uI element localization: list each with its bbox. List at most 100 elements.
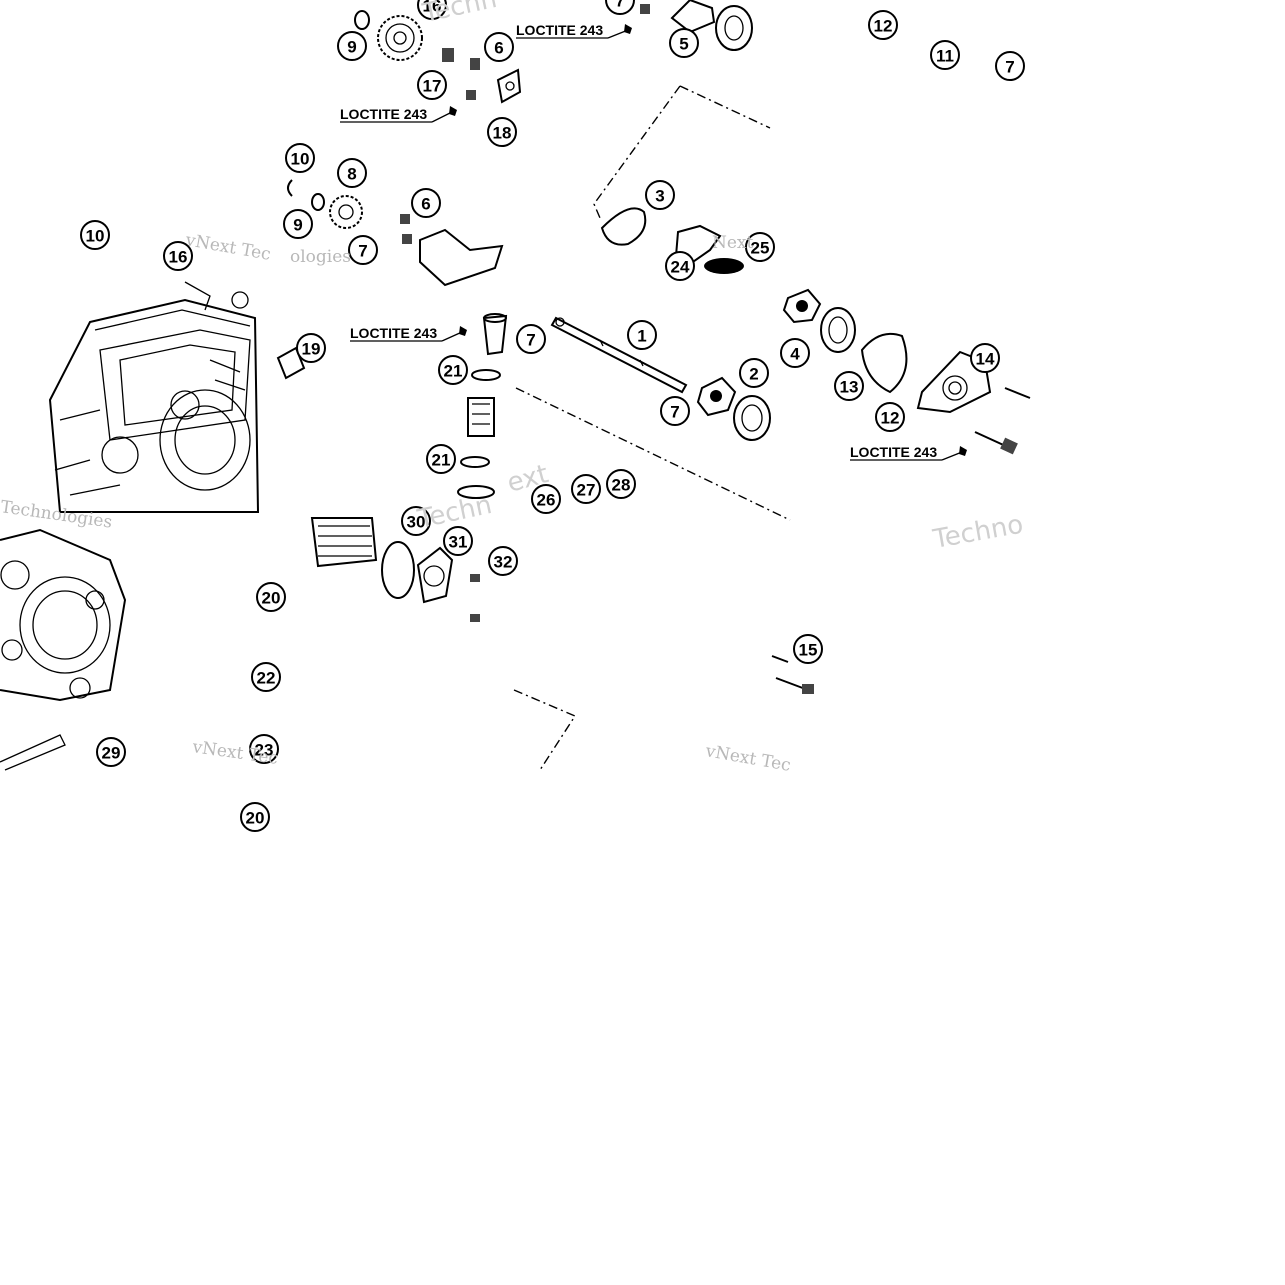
- callout-number: 7: [358, 242, 367, 261]
- callout-circle: [417, 0, 447, 20]
- callout-29: 29: [96, 737, 126, 767]
- callout-circle: [665, 251, 695, 281]
- callout-number: 31: [449, 533, 468, 552]
- callout-circle: [834, 371, 864, 401]
- oring-21-lower: [460, 456, 490, 468]
- callout-26: 26: [531, 484, 561, 514]
- gasket-13: [860, 332, 908, 394]
- callout-number: 32: [494, 553, 513, 572]
- callout-number: 4: [790, 345, 800, 364]
- callout-2: 2: [739, 358, 769, 388]
- callout-number: 30: [407, 513, 426, 532]
- callout-number: 5: [679, 35, 688, 54]
- callout-circle: [337, 158, 367, 188]
- callout-number: 17: [423, 77, 442, 96]
- watermark-text: Next: [712, 233, 754, 253]
- sprocket-8: [329, 195, 363, 229]
- circlip-10: [287, 179, 293, 197]
- callout-21: 21: [438, 355, 468, 385]
- callout-15: 15: [793, 634, 823, 664]
- callout-number: 6: [494, 39, 503, 58]
- callout-32: 32: [488, 546, 518, 576]
- oring-filter: [381, 541, 415, 599]
- callout-20: 20: [256, 582, 286, 612]
- callout-circle: [930, 40, 960, 70]
- outer-rotor-4: [820, 307, 856, 353]
- screws-6: [400, 4, 650, 244]
- assembly-boundary-lower-2: [513, 689, 577, 771]
- callout-number: 6: [421, 195, 430, 214]
- callout-circle: [627, 320, 657, 350]
- callout-circle: [488, 546, 518, 576]
- callout-12: 12: [875, 402, 905, 432]
- callout-circle: [516, 324, 546, 354]
- callout-number: 12: [874, 17, 893, 36]
- callout-circle: [249, 734, 279, 764]
- callout-number: 10: [291, 150, 310, 169]
- callout-circle: [80, 220, 110, 250]
- callout-27: 27: [571, 474, 601, 504]
- callout-number: 13: [840, 378, 859, 397]
- callout-number: 9: [347, 38, 356, 57]
- oring-large: [457, 485, 495, 499]
- oil-pump-shaft: [550, 316, 688, 394]
- callout-circle: [605, 0, 635, 15]
- callout-circle: [296, 333, 326, 363]
- callout-number: 29: [102, 744, 121, 763]
- callout-4: 4: [780, 338, 810, 368]
- callout-6: 6: [484, 32, 514, 62]
- oil-screen-insert: [482, 313, 508, 356]
- loctite-text: LOCTITE 243: [340, 106, 427, 122]
- oil-filter-30: [310, 517, 378, 568]
- callout-21: 21: [426, 444, 456, 474]
- callout-circle: [401, 506, 431, 536]
- plate-18: [496, 68, 522, 104]
- callout-10: 10: [285, 143, 315, 173]
- assembly-boundary-lower: [515, 387, 791, 521]
- callout-number: 15: [799, 641, 818, 660]
- loctite-label-1: LOCTITE 243: [516, 22, 632, 39]
- callout-7: 7: [516, 324, 546, 354]
- callout-circle: [337, 31, 367, 61]
- callout-circle: [443, 526, 473, 556]
- engine-case-drawing-lower: [0, 528, 127, 771]
- callout-3: 3: [645, 180, 675, 210]
- callout-circle: [283, 209, 313, 239]
- loctite-text: LOCTITE 243: [516, 22, 603, 38]
- callout-circle: [739, 358, 769, 388]
- callout-number: 9: [293, 216, 302, 235]
- callout-number: 28: [612, 476, 631, 495]
- callout-12: 12: [868, 10, 898, 40]
- callout-number: 23: [255, 741, 274, 760]
- callout-1: 1: [627, 320, 657, 350]
- callout-5: 5: [669, 28, 699, 58]
- screw-long-14: [974, 431, 1018, 455]
- sprocket-16: [377, 15, 423, 61]
- callout-9: 9: [337, 31, 367, 61]
- engine-case-drawing: [48, 281, 260, 513]
- callout-9: 9: [283, 209, 313, 239]
- callout-7: 7: [605, 0, 635, 15]
- callout-circle: [251, 662, 281, 692]
- callout-10: 10: [80, 220, 110, 250]
- outer-rotor-2: [733, 395, 771, 441]
- oring-21-upper: [471, 369, 501, 381]
- callout-number: 2: [749, 365, 758, 384]
- callout-number: 10: [86, 227, 105, 246]
- callout-7: 7: [348, 235, 378, 265]
- callout-6: 6: [411, 188, 441, 218]
- callout-circle: [745, 232, 775, 262]
- assembly-boundary-upper-left: [593, 85, 681, 219]
- callout-circle: [875, 402, 905, 432]
- callout-number: 3: [655, 187, 664, 206]
- callout-24: 24: [665, 251, 695, 281]
- callout-circle: [487, 117, 517, 147]
- callout-circle: [96, 737, 126, 767]
- callout-23: 23: [249, 734, 279, 764]
- callout-number: 7: [526, 331, 535, 350]
- callout-layer: 1234566777778991010111212131415161617181…: [80, 0, 1025, 832]
- callout-number: 27: [577, 481, 596, 500]
- loctite-label-4: LOCTITE 243: [850, 444, 967, 461]
- callout-28: 28: [606, 469, 636, 499]
